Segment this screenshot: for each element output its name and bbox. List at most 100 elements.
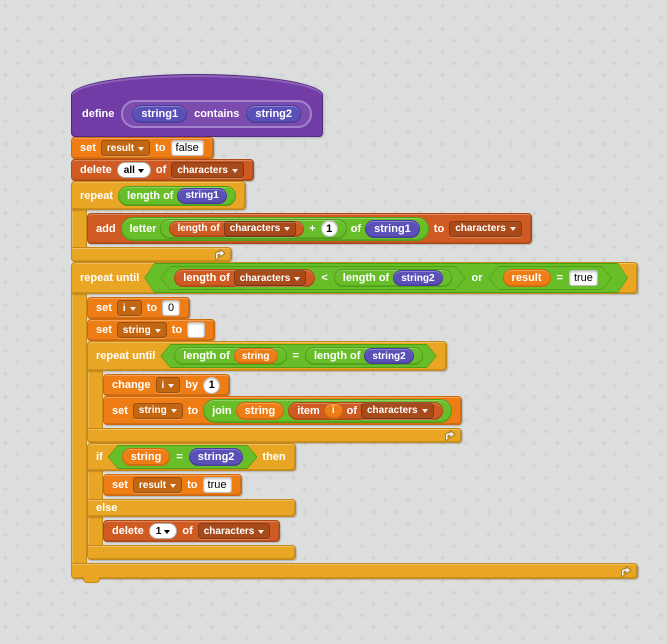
index-dropdown-all[interactable]: all [116,162,151,178]
chevron-down-icon [231,168,238,173]
value-input-0[interactable]: 0 [162,300,181,316]
set-keyword: set [112,404,128,417]
set-string-empty-block[interactable]: set string to [87,319,216,341]
parameter-reporter-string2[interactable]: string2 [393,270,442,286]
list-dropdown-characters[interactable]: characters [223,220,297,237]
set-keyword: set [96,324,112,336]
less-than-operator[interactable]: length of characters < length of string2 [160,266,465,290]
repeat-until-header[interactable]: repeat until length of string = length o… [87,341,447,371]
list-dropdown-characters[interactable]: characters [449,220,522,237]
of-label: of [182,525,193,537]
set-result-true-block[interactable]: set result to true [103,474,242,496]
chevron-down-icon [137,168,144,173]
set-i-zero-block[interactable]: set i to 0 [87,297,191,319]
plus-operator[interactable]: length of characters + 1 [160,218,347,239]
if-header[interactable]: if string = string2 then [87,443,296,471]
value-input-true[interactable]: true [569,270,598,286]
repeat-header[interactable]: repeat length of string1 [71,181,246,210]
variable-reporter-string[interactable]: string [122,448,171,466]
chevron-down-icon [258,529,265,534]
length-of-string2-reporter[interactable]: length of string2 [334,269,452,287]
repeat-footer[interactable] [71,247,232,262]
else-bar[interactable]: else [87,499,296,517]
if-else-block[interactable]: if string = string2 then s [87,443,296,560]
variable-dropdown-result[interactable]: result [100,140,151,156]
number-input-1[interactable]: 1 [203,376,221,394]
repeat-until-keyword: repeat until [96,350,156,362]
hat-curve [71,74,324,95]
of-label: of [155,164,167,176]
variable-dropdown-string[interactable]: string [132,402,183,419]
set-result-false-block[interactable]: set result to false [71,137,214,159]
value-input-empty[interactable] [187,322,206,338]
variable-dropdown-result[interactable]: result [132,477,183,493]
delete-all-block[interactable]: delete all of characters [71,159,254,181]
to-label: to [155,142,166,154]
delete-one-block[interactable]: delete 1 of characters [103,520,281,542]
equals-operator[interactable]: result = true [489,266,612,290]
to-label: to [146,302,158,314]
variable-reporter-string[interactable]: string [235,401,285,420]
chevron-down-icon [138,146,145,151]
define-hat-block[interactable]: define string1 contains string2 [71,74,324,137]
prototype-label: contains [194,108,240,120]
set-string-join-block[interactable]: set string to join string item i of [103,396,462,425]
variable-reporter-i[interactable]: i [323,402,343,419]
variable-reporter-result[interactable]: result [503,269,551,287]
parameter-reporter-string1[interactable]: string1 [177,187,227,204]
item-of-list-reporter[interactable]: item i of characters [288,401,443,420]
parameter-reporter-string2[interactable]: string2 [189,448,244,466]
equals-operator[interactable]: string = string2 [108,445,258,469]
set-keyword: set [80,142,96,154]
repeat-until-header[interactable]: repeat until length of characters < leng… [71,262,638,294]
repeat-block[interactable]: repeat length of string1 add letter leng… [71,181,532,262]
if-footer[interactable] [87,545,296,560]
list-length-reporter[interactable]: length of characters [174,269,315,287]
parameter-reporter-string2[interactable]: string2 [364,348,413,364]
delete-keyword: delete [112,525,144,537]
equals-operator[interactable]: length of string = length of string2 [160,344,436,368]
custom-block-prototype[interactable]: string1 contains string2 [121,100,313,128]
length-of-string-reporter[interactable]: length of string [174,347,286,365]
variable-dropdown-string[interactable]: string [116,322,167,338]
variable-dropdown-i[interactable]: i [155,377,181,393]
parameter-reporter-string1[interactable]: string1 [365,219,420,238]
equals-sign: = [292,350,299,362]
if-keyword: if [96,451,103,463]
list-dropdown-characters[interactable]: characters [361,402,434,419]
value-input-false[interactable]: false [170,140,204,156]
repeat-keyword: repeat [80,189,114,202]
index-dropdown-1[interactable]: 1 [148,523,178,539]
chevron-down-icon [170,409,177,413]
chevron-down-icon [284,227,291,231]
length-of-string1-reporter[interactable]: length of string1 [118,185,236,206]
parameter-reporter-string1[interactable]: string1 [132,105,188,123]
add-to-list-block[interactable]: add letter length of characters + 1 of [87,213,532,244]
value-input-true[interactable]: true [202,477,232,493]
to-label: to [433,222,445,235]
length-of-string2-reporter[interactable]: length of string2 [305,347,423,365]
list-dropdown-characters[interactable]: characters [197,523,271,539]
equals-sign: = [556,272,563,284]
parameter-reporter-string2[interactable]: string2 [246,105,302,123]
to-label: to [171,324,183,336]
chevron-down-icon [168,383,175,388]
chevron-down-icon [154,328,161,333]
list-dropdown-characters[interactable]: characters [171,162,244,178]
join-reporter[interactable]: join string item i of characters [203,398,452,423]
letter-of-reporter[interactable]: letter length of characters + 1 of strin… [120,216,429,241]
repeat-until-footer[interactable] [71,563,638,583]
chevron-down-icon [421,409,428,413]
variable-reporter-string[interactable]: string [234,348,278,364]
inner-repeat-until-block[interactable]: repeat until length of string = length o… [87,341,462,443]
or-operator[interactable]: length of characters < length of string2… [144,263,628,293]
list-dropdown-characters[interactable]: characters [234,270,307,286]
change-i-block[interactable]: change i by 1 [103,374,231,396]
variable-dropdown-i[interactable]: i [116,300,142,316]
outer-repeat-until-block[interactable]: repeat until length of characters < leng… [71,262,638,583]
else-keyword: else [96,502,118,514]
list-length-reporter[interactable]: length of characters [169,220,305,237]
repeat-until-footer[interactable] [87,428,462,443]
set-keyword: set [96,302,112,314]
number-input-1[interactable]: 1 [320,220,338,237]
